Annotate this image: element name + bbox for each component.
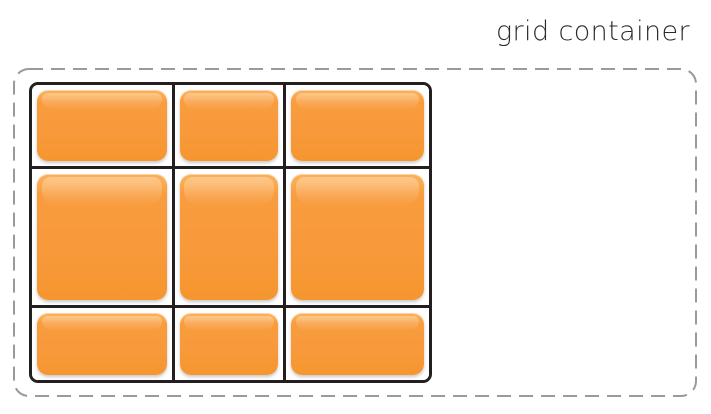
grid-cell[interactable] (174, 85, 287, 170)
grid-cell[interactable] (32, 169, 175, 309)
grid-item-tile[interactable] (179, 90, 279, 162)
grid-item-tile[interactable] (37, 313, 167, 375)
dashed-border-icon (13, 68, 697, 397)
grid-cell[interactable] (286, 308, 429, 380)
grid-cell[interactable] (174, 308, 287, 380)
grid-item-tile[interactable] (291, 313, 424, 375)
grid-cell[interactable] (32, 308, 175, 380)
grid-container-outline (13, 68, 697, 397)
grid-cell[interactable] (286, 85, 429, 170)
grid-cell[interactable] (174, 169, 287, 309)
grid-item-tile[interactable] (291, 90, 424, 162)
grid (29, 82, 432, 383)
grid-item-tile[interactable] (179, 174, 279, 301)
grid-container-label: grid container (495, 16, 690, 47)
grid-cell[interactable] (286, 169, 429, 309)
grid-item-tile[interactable] (179, 313, 279, 375)
grid-item-tile[interactable] (291, 174, 424, 301)
grid-cell[interactable] (32, 85, 175, 170)
grid-item-tile[interactable] (37, 174, 167, 301)
grid-item-tile[interactable] (37, 90, 167, 162)
